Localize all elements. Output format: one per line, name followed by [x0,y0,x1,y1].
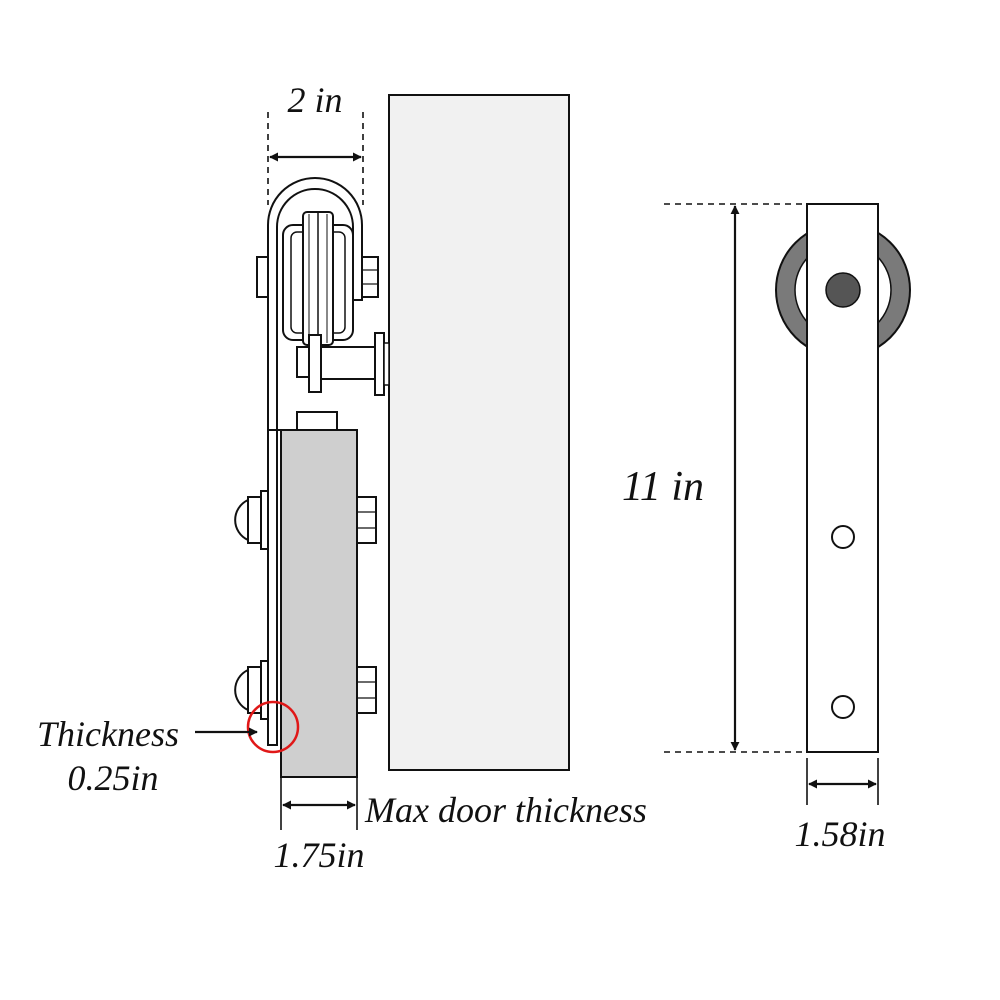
thickness-value: 0.25in [67,758,158,798]
strap-width-dimension: 1.58in [794,758,886,854]
top-width-dimension: 2 in [267,80,364,205]
strap-width-label: 1.58in [794,814,885,854]
wheel-hub [825,272,861,308]
thickness-label: Thickness [37,714,179,754]
hanger-strap [267,177,363,746]
height-dimension: 11 in [622,203,806,753]
height-label: 11 in [622,464,704,510]
mount-hole-lower [831,695,855,719]
upper-bolt [234,490,377,550]
max-door-thickness-label: Max door thickness [364,790,647,830]
roller-wheel-side [256,211,379,346]
mount-hole-upper [831,525,855,549]
thickness-highlight-circle [246,700,300,754]
door-block [280,429,358,778]
door-panel [388,94,570,771]
wall-spacer-bolt [296,332,390,396]
door-thickness-dimension: Max door thickness 1.75in [273,777,647,875]
top-width-label: 2 in [287,80,342,120]
door-width-label: 1.75in [273,835,364,875]
lower-bolt [234,660,377,720]
